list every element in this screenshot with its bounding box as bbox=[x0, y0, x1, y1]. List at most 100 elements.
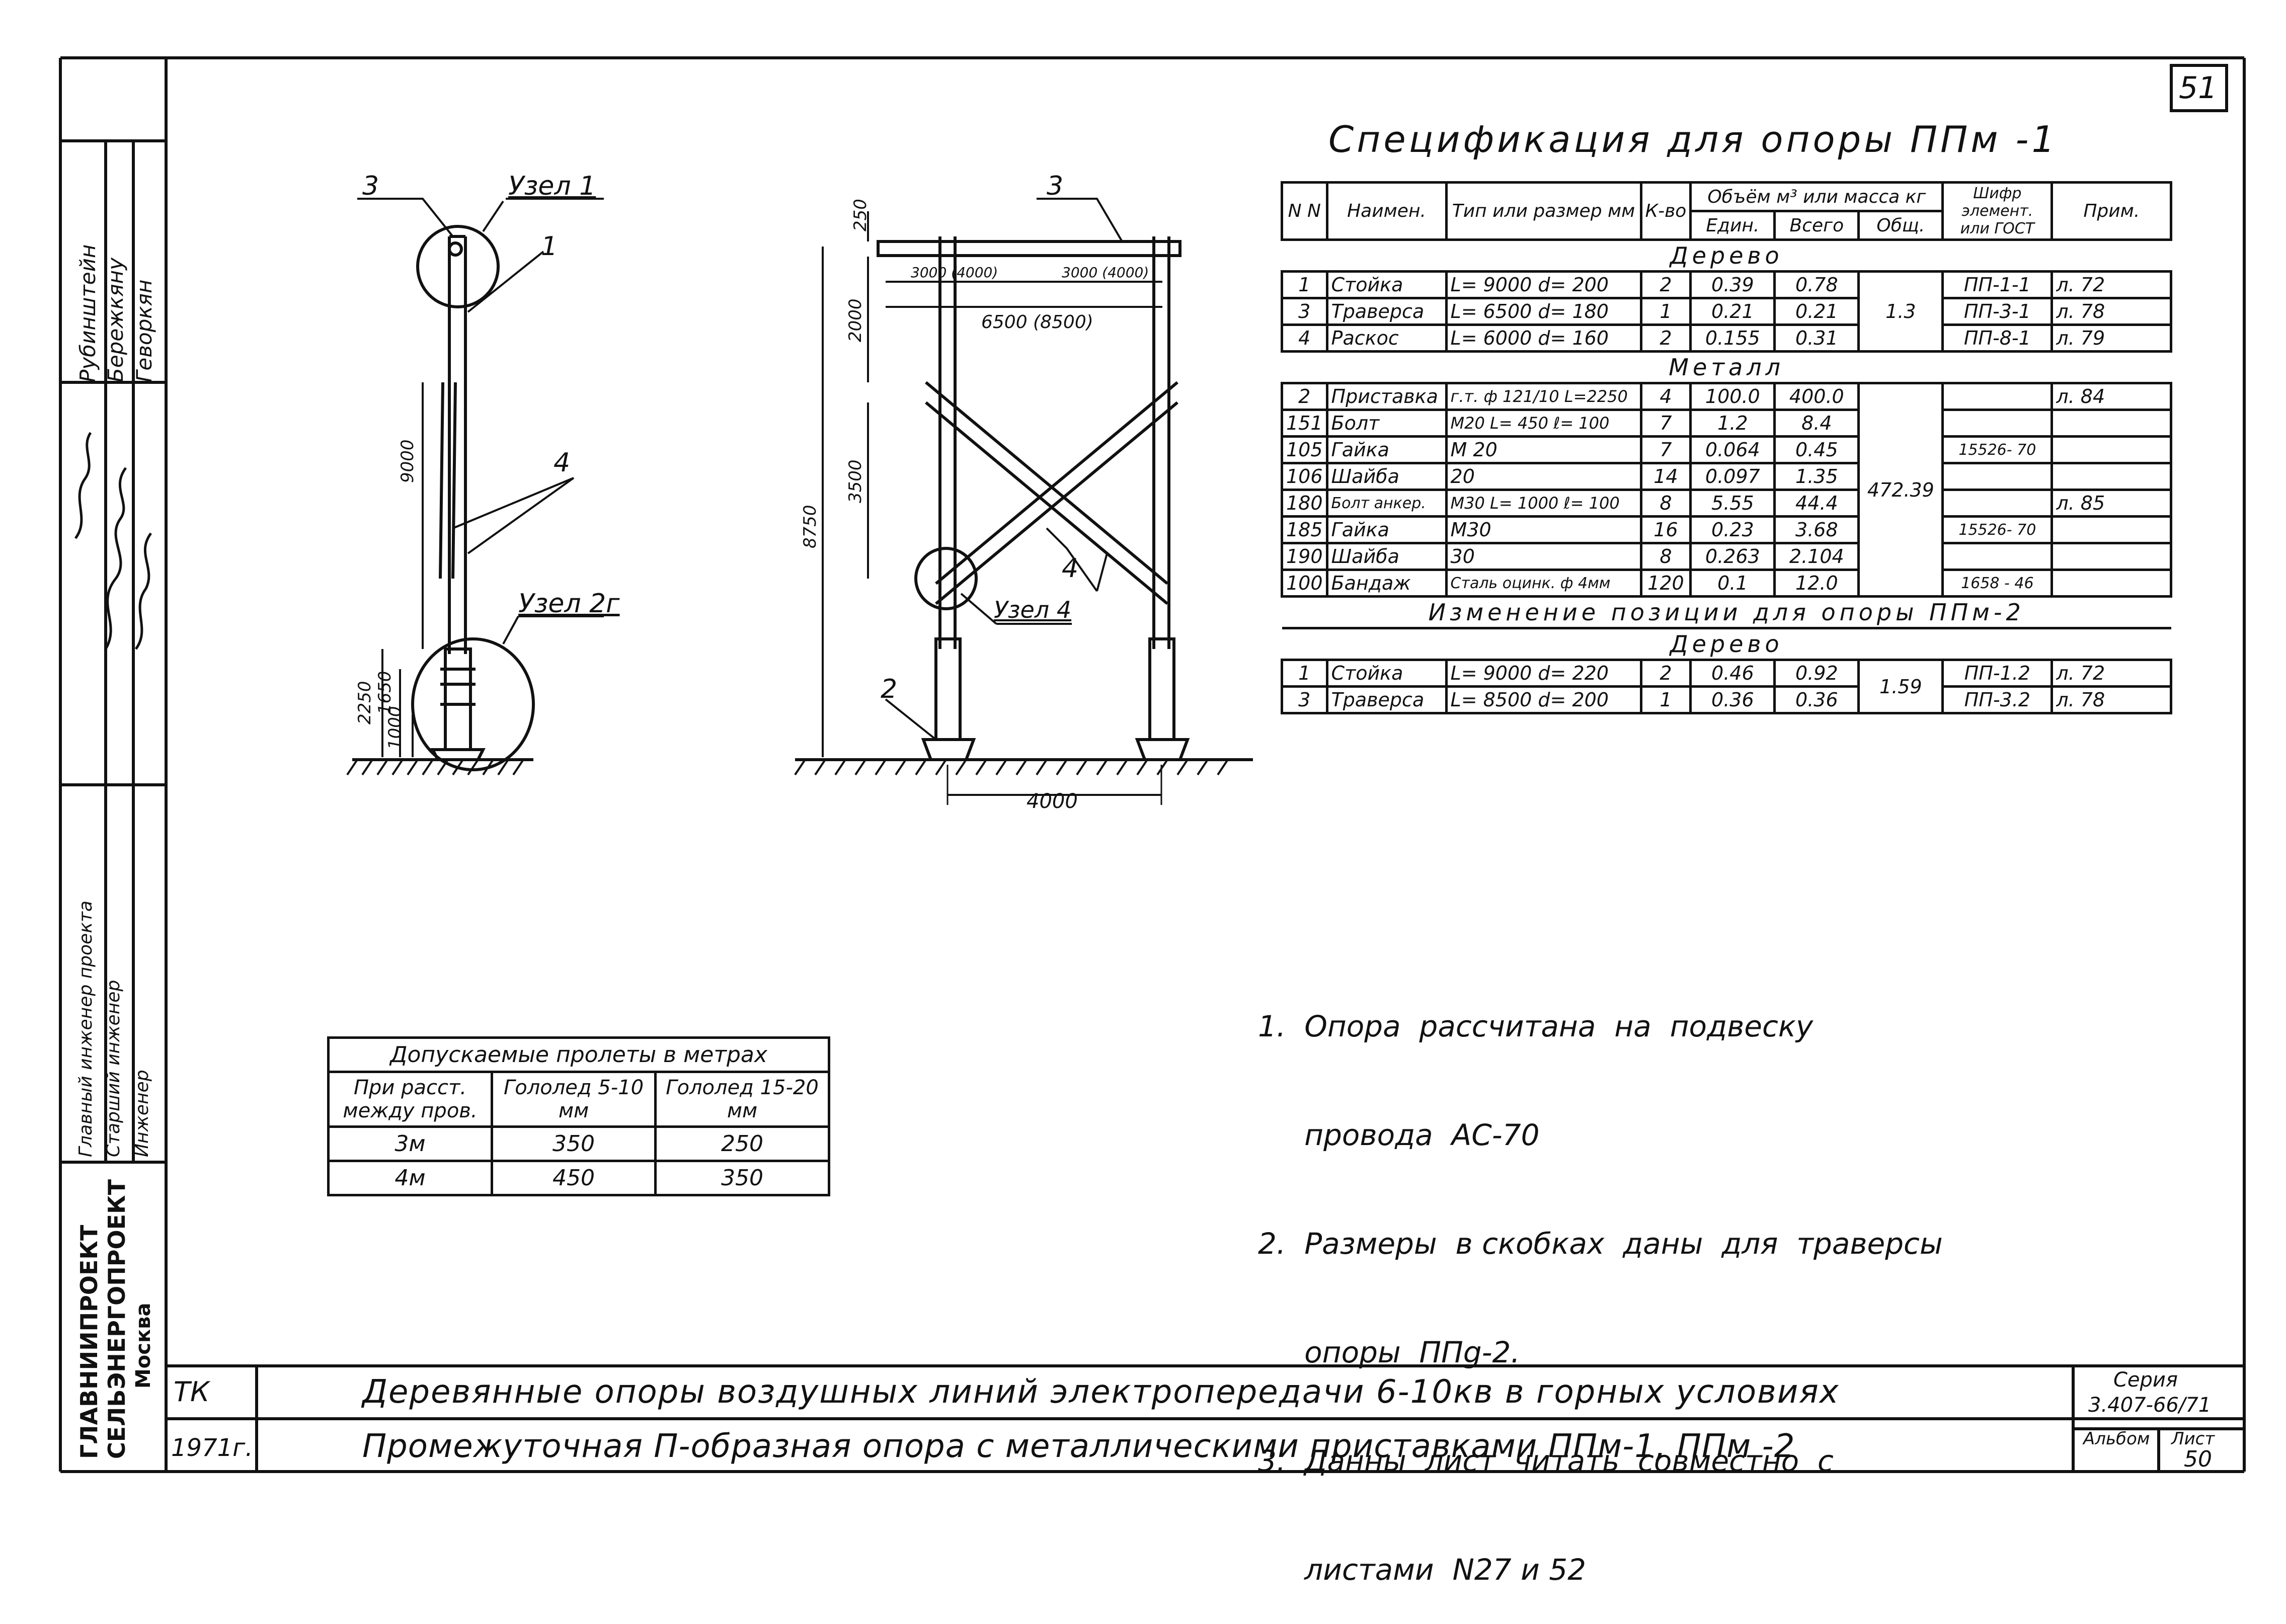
cell-unit: 0.36 bbox=[1689, 685, 1776, 714]
label-1-left: 1 bbox=[541, 231, 558, 262]
signatures bbox=[74, 432, 152, 650]
dim-6500: 6500 (8500) bbox=[981, 312, 1093, 333]
cell-code: 15526- 70 bbox=[1941, 435, 2054, 464]
cell-code bbox=[1941, 409, 2054, 438]
stamp-org1: ГЛАВНИИПРОЕКТ bbox=[75, 1225, 103, 1459]
note-line: провода АС-70 bbox=[1258, 1118, 1540, 1152]
stamp-series-label: Серия bbox=[2113, 1368, 2178, 1392]
stamp-year: 1971г. bbox=[171, 1434, 253, 1462]
stamp-name-1: Рубинштейн bbox=[75, 244, 100, 382]
cell-total: 0.21 bbox=[1773, 297, 1860, 326]
cell-qty: 2 bbox=[1639, 659, 1692, 688]
cell-common: 472.39 bbox=[1857, 382, 1944, 598]
drawing-canvas bbox=[59, 56, 2246, 1473]
cell-code bbox=[1941, 382, 2054, 411]
note-line: 3. Данны лист читать совместно с bbox=[1258, 1444, 1834, 1478]
cell-unit: 100.0 bbox=[1689, 382, 1776, 411]
table-row: 151 Болт М20 L= 450 ℓ= 100 7 1.2 8.4 bbox=[1281, 409, 2173, 438]
cell-b: 250 bbox=[654, 1125, 830, 1162]
spans-title: Допускаемые пролеты в метрах bbox=[327, 1036, 830, 1073]
cell-note: л. 72 bbox=[2051, 270, 2173, 299]
cell-type: М30 L= 1000 ℓ= 100 bbox=[1445, 489, 1642, 518]
col-common: Общ. bbox=[1857, 210, 1944, 241]
note-line: 1. Опора рассчитана на подвеску bbox=[1258, 1009, 1814, 1043]
table-row: 2 Приставка г.т. ф 121/10 L=2250 4 100.0… bbox=[1281, 382, 2173, 598]
cell-name: Шайба bbox=[1325, 542, 1448, 571]
stamp-role-3: Инженер bbox=[132, 1070, 152, 1157]
cell-code bbox=[1941, 542, 2054, 571]
stamp-name-2: Бережкяну bbox=[103, 258, 128, 382]
cell-note bbox=[2051, 515, 2173, 544]
cell-type: L= 6500 d= 180 bbox=[1445, 297, 1642, 326]
col-qty: К-во bbox=[1639, 181, 1692, 241]
table-row: 106 Шайба 20 14 0.097 1.35 bbox=[1281, 462, 2173, 491]
cell-name: Раскос bbox=[1325, 323, 1448, 353]
label-3-right: 3 bbox=[1047, 171, 1064, 201]
table-row: 1 Стойка L= 9000 d= 220 2 0.46 0.92 1.59… bbox=[1281, 659, 2173, 714]
cell-code: 1658 - 46 bbox=[1941, 569, 2054, 598]
cell-qty: 2 bbox=[1639, 270, 1692, 299]
table-row: 180 Болт анкер. М30 L= 1000 ℓ= 100 8 5.5… bbox=[1281, 489, 2173, 518]
cell-type: L= 6000 d= 160 bbox=[1445, 323, 1642, 353]
page-number: 51 bbox=[2179, 70, 2218, 106]
cell-name: Болт анкер. bbox=[1325, 489, 1448, 518]
cell-n: 185 bbox=[1281, 515, 1328, 544]
cell-code: 15526- 70 bbox=[1941, 515, 2054, 544]
cell-dist: 3м bbox=[327, 1125, 493, 1162]
table-row: 3 Траверса L= 6500 d= 180 1 0.21 0.21 ПП… bbox=[1281, 297, 2173, 326]
cell-note: л. 85 bbox=[2051, 489, 2173, 518]
table-row: 190 Шайба 30 8 0.263 2.104 bbox=[1281, 542, 2173, 571]
cell-note bbox=[2051, 435, 2173, 464]
table-row: 4 Раскос L= 6000 d= 160 2 0.155 0.31 ПП-… bbox=[1281, 323, 2173, 353]
cell-type: М30 bbox=[1445, 515, 1642, 544]
cell-type: М 20 bbox=[1445, 435, 1642, 464]
section-metal: Металл bbox=[1282, 350, 2171, 384]
cell-unit: 0.46 bbox=[1689, 659, 1776, 688]
cell-total: 400.0 bbox=[1773, 382, 1860, 411]
cell-qty: 120 bbox=[1639, 569, 1692, 598]
cell-n: 1 bbox=[1281, 270, 1328, 299]
dim-2250: 2250 bbox=[355, 681, 375, 724]
dim-9000: 9000 bbox=[398, 439, 418, 483]
spec-table: N N Наимен. Тип или размер мм К-во Объём… bbox=[1281, 181, 2173, 714]
spans-table: Допускаемые пролеты в метрах При расст. … bbox=[327, 1036, 830, 1196]
cell-code: ПП-1.2 bbox=[1941, 659, 2054, 688]
cell-note bbox=[2051, 542, 2173, 571]
dim-1000: 1000 bbox=[385, 706, 405, 750]
cell-name: Стойка bbox=[1325, 270, 1448, 299]
cell-qty: 1 bbox=[1639, 297, 1692, 326]
cell-qty: 7 bbox=[1639, 409, 1692, 438]
cell-a: 350 bbox=[491, 1125, 657, 1162]
cell-code: ПП-8-1 bbox=[1941, 323, 2054, 353]
cell-total: 8.4 bbox=[1773, 409, 1860, 438]
cell-type: г.т. ф 121/10 L=2250 bbox=[1445, 382, 1642, 411]
stamp-sheet: 50 bbox=[2184, 1446, 2212, 1472]
cell-code: ПП-3-1 bbox=[1941, 297, 2054, 326]
cell-total: 0.92 bbox=[1773, 659, 1860, 688]
cell-unit: 0.23 bbox=[1689, 515, 1776, 544]
cell-total: 0.45 bbox=[1773, 435, 1860, 464]
table-row: 4м 450 350 bbox=[327, 1160, 830, 1196]
cell-note: л. 78 bbox=[2051, 297, 2173, 326]
stamp-name-3: Геворкян bbox=[132, 279, 156, 382]
cell-total: 3.68 bbox=[1773, 515, 1860, 544]
cell-n: 190 bbox=[1281, 542, 1328, 571]
cell-qty: 1 bbox=[1639, 685, 1692, 714]
cell-type: 30 bbox=[1445, 542, 1642, 571]
stamp-org2: СЕЛЬЭНЕРГОПРОЕКТ bbox=[103, 1179, 130, 1459]
label-uzel1: Узел 1 bbox=[508, 171, 596, 201]
dim-2000: 2000 bbox=[845, 298, 865, 342]
col-note: Прим. bbox=[2051, 181, 2173, 241]
front-view-drawing bbox=[794, 198, 1253, 805]
table-row: 3м 350 250 bbox=[327, 1125, 830, 1162]
col-total: Всего bbox=[1773, 210, 1860, 241]
cell-code bbox=[1941, 462, 2054, 491]
note-line: опоры ППg-2. bbox=[1258, 1335, 1520, 1369]
cell-n: 106 bbox=[1281, 462, 1328, 491]
cell-name: Гайка bbox=[1325, 515, 1448, 544]
cell-total: 0.78 bbox=[1773, 270, 1860, 299]
stamp-series: 3.407-66/71 bbox=[2088, 1394, 2212, 1417]
note-line: 2. Размеры в скобках даны для траверсы bbox=[1258, 1227, 1943, 1261]
label-3-left: 3 bbox=[362, 171, 379, 201]
note-line: листами N27 и 52 bbox=[1258, 1553, 1587, 1587]
